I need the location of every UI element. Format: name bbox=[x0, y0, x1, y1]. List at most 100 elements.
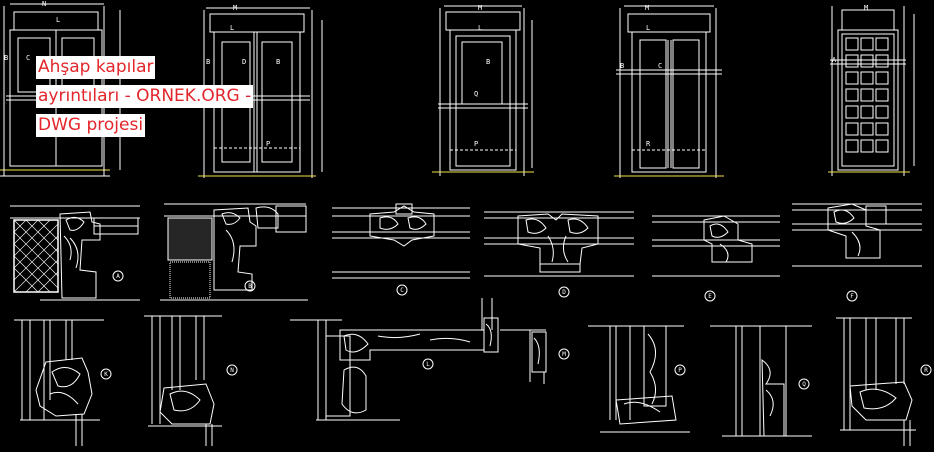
section-marker-m: M bbox=[558, 348, 570, 360]
marker-circle bbox=[226, 364, 238, 376]
dimension-label: D bbox=[242, 58, 246, 66]
section-marker-p: P bbox=[674, 364, 686, 376]
dimension-label: N bbox=[42, 0, 46, 8]
marker-circle bbox=[244, 280, 256, 292]
door-panel bbox=[845, 88, 859, 102]
door-panel bbox=[875, 139, 889, 153]
door-panel bbox=[845, 71, 859, 85]
marker-letter: B bbox=[248, 283, 252, 290]
marker-letter: R bbox=[924, 367, 928, 374]
section-detail-n bbox=[144, 315, 222, 446]
marker-circle bbox=[704, 290, 716, 302]
marker-letter: P bbox=[678, 367, 682, 374]
section-detail-m bbox=[500, 329, 547, 384]
marker-circle bbox=[396, 284, 408, 296]
section-marker-r: R bbox=[920, 364, 932, 376]
section-marker-e: E bbox=[704, 290, 716, 302]
section-marker-n: N bbox=[226, 364, 238, 376]
door-panel bbox=[875, 37, 889, 51]
marker-circle bbox=[422, 358, 434, 370]
section-markers: A B C D E F K N L M P Q R bbox=[100, 270, 932, 390]
marker-letter: L bbox=[426, 361, 430, 368]
section-marker-q: Q bbox=[798, 378, 810, 390]
marker-letter: N bbox=[230, 367, 234, 374]
door-panel bbox=[860, 88, 874, 102]
door-panel bbox=[860, 37, 874, 51]
door-panel bbox=[845, 139, 859, 153]
dimension-label: B bbox=[206, 58, 210, 66]
section-detail-a bbox=[10, 205, 140, 301]
marker-letter: E bbox=[708, 293, 712, 300]
marker-circle bbox=[920, 364, 932, 376]
door-elevation-4 bbox=[614, 5, 724, 178]
marker-circle bbox=[846, 290, 858, 302]
section-marker-c: C bbox=[396, 284, 408, 296]
dimension-label: B bbox=[4, 54, 8, 62]
dimension-label: C bbox=[658, 62, 662, 70]
dimension-label: P bbox=[474, 140, 478, 148]
section-detail-b bbox=[160, 203, 308, 301]
door-elevation-1 bbox=[0, 3, 121, 177]
marker-letter: F bbox=[850, 293, 854, 300]
dimension-label: L bbox=[646, 24, 650, 32]
door-panel-grid bbox=[845, 37, 889, 153]
dimension-label: M bbox=[233, 4, 237, 12]
door-panel bbox=[875, 54, 889, 68]
door-panel bbox=[845, 122, 859, 136]
dimension-label: M bbox=[864, 4, 868, 12]
door-panel bbox=[860, 71, 874, 85]
door-elevation-3 bbox=[432, 5, 534, 176]
marker-letter: M bbox=[562, 351, 566, 358]
marker-circle bbox=[112, 270, 124, 282]
marker-letter: D bbox=[562, 289, 566, 296]
door-panel bbox=[875, 88, 889, 102]
door-panel bbox=[845, 54, 859, 68]
dimension-label: R bbox=[646, 140, 651, 148]
section-marker-k: K bbox=[100, 368, 112, 380]
marker-circle bbox=[798, 378, 810, 390]
section-detail-p bbox=[588, 325, 690, 433]
marker-letter: K bbox=[104, 371, 108, 378]
door-panel bbox=[860, 122, 874, 136]
section-detail-f bbox=[792, 203, 922, 267]
door-panel bbox=[860, 139, 874, 153]
marker-letter: Q bbox=[802, 381, 806, 388]
marker-circle bbox=[558, 348, 570, 360]
dimension-label: L bbox=[478, 24, 482, 32]
dimension-label: P bbox=[266, 140, 270, 148]
section-detail-d bbox=[484, 211, 634, 277]
dimension-label: Q bbox=[474, 90, 478, 98]
section-detail-q bbox=[710, 325, 812, 437]
door-panel bbox=[845, 105, 859, 119]
dimension-label: B bbox=[486, 58, 490, 66]
dimension-label: L bbox=[56, 16, 60, 24]
dimension-label: C bbox=[26, 54, 30, 62]
dimension-label: M bbox=[478, 4, 482, 12]
dimension-label: M bbox=[645, 4, 649, 12]
dimension-label: B bbox=[276, 58, 280, 66]
door-panel bbox=[875, 122, 889, 136]
door-panel bbox=[845, 37, 859, 51]
door-elevation-5 bbox=[828, 6, 915, 176]
section-marker-f: F bbox=[846, 290, 858, 302]
dimension-label: L bbox=[230, 24, 234, 32]
door-panel bbox=[875, 105, 889, 119]
marker-letter: C bbox=[400, 287, 404, 294]
section-detail-l bbox=[290, 298, 499, 421]
section-detail-c bbox=[332, 203, 470, 279]
section-marker-b: B bbox=[244, 280, 256, 292]
door-panel bbox=[860, 105, 874, 119]
marker-circle bbox=[674, 364, 686, 376]
section-marker-a: A bbox=[112, 270, 124, 282]
section-marker-l: L bbox=[422, 358, 434, 370]
dimension-label: A bbox=[832, 56, 837, 64]
dimension-label: B bbox=[620, 62, 624, 70]
elevation-labels: N L B C M L B D B P M L B Q P M L B C R M A bbox=[4, 0, 868, 148]
marker-circle bbox=[100, 368, 112, 380]
door-elevation-2 bbox=[198, 7, 323, 178]
section-detail-e bbox=[652, 215, 780, 277]
section-detail-r bbox=[836, 317, 916, 446]
door-panel bbox=[875, 71, 889, 85]
door-panel bbox=[860, 54, 874, 68]
